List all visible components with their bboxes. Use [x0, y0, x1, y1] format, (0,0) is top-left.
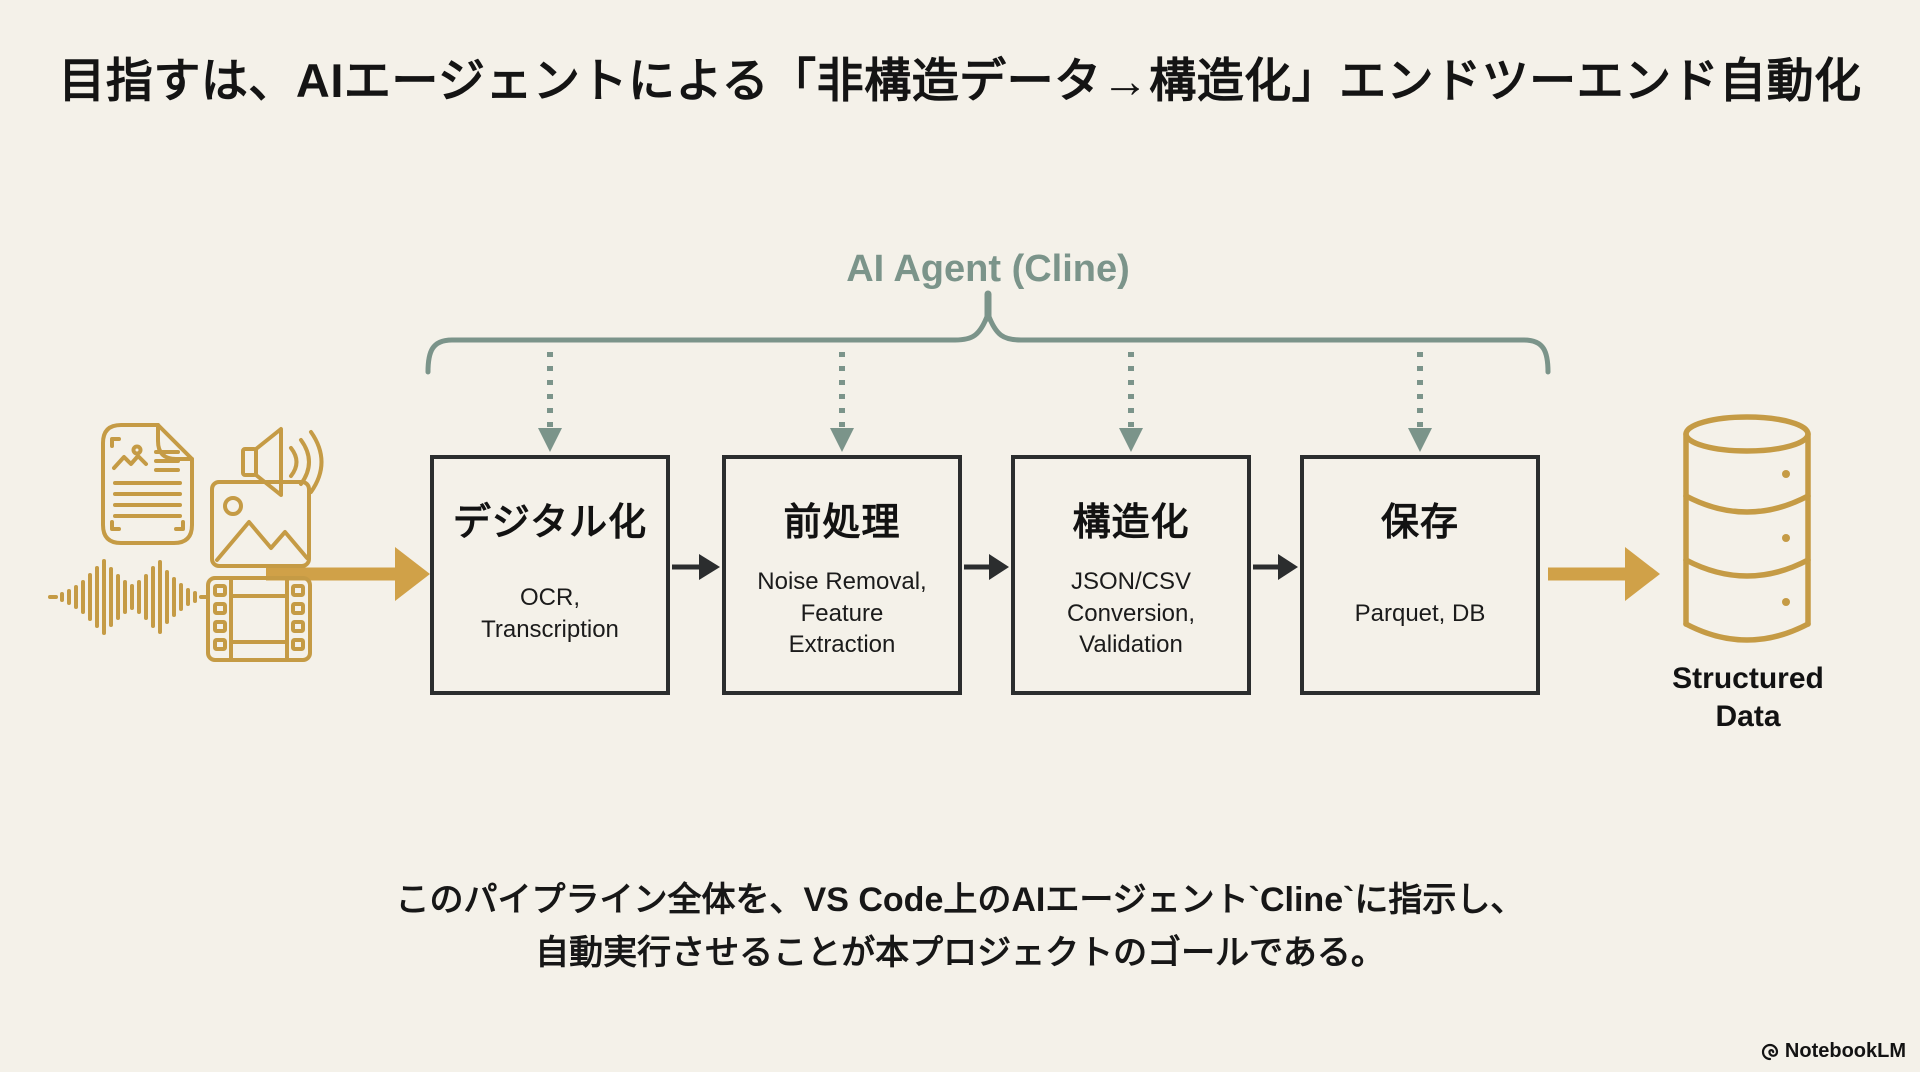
box-title: 構造化 [1072, 502, 1190, 544]
database-icon [1683, 414, 1811, 643]
pipeline-box-digitize: デジタル化 OCR, Transcription [430, 455, 670, 695]
box-title: デジタル化 [452, 502, 648, 544]
structured-data-label: Structured Data [1672, 662, 1824, 733]
notebooklm-brand: NotebookLM [1760, 1040, 1906, 1063]
ai-agent-label: AI Agent (Cline) [846, 248, 1130, 290]
box-subtitle: Noise Removal, Feature Extraction [757, 567, 927, 659]
box-subtitle: Parquet, DB [1354, 599, 1486, 627]
film-strip-icon [206, 576, 312, 662]
pipeline-box-save: 保存 Parquet, DB [1300, 455, 1540, 695]
agent-dashed-arrows [538, 352, 1432, 452]
caption-line-1: このパイプライン全体を、VS Code上のAIエージェント`Cline`に指示し… [395, 881, 1525, 919]
caption: このパイプライン全体を、VS Code上のAIエージェント`Cline`に指示し… [0, 874, 1920, 980]
input-arrow [266, 547, 430, 601]
audio-waveform-icon [48, 559, 209, 635]
box-title: 前処理 [783, 502, 901, 544]
document-image-icon [101, 423, 194, 545]
step-arrows [672, 554, 1298, 580]
image-with-speaker-icon [210, 427, 324, 568]
box-title: 保存 [1380, 502, 1459, 544]
box-subtitle: OCR, Transcription [481, 583, 619, 643]
page-title: 目指すは、AIエージェントによる「非構造データ→構造化」エンドツーエンド自動化 [58, 54, 1862, 107]
brand-text: NotebookLM [1784, 1040, 1906, 1062]
notebooklm-logo-icon [1761, 1043, 1779, 1060]
agent-brace [425, 290, 1551, 375]
box-subtitle: JSON/CSV Conversion, Validation [1066, 567, 1196, 659]
pipeline-box-structure: 構造化 JSON/CSV Conversion, Validation [1011, 455, 1251, 695]
pipeline-box-preprocess: 前処理 Noise Removal, Feature Extraction [722, 455, 962, 695]
output-arrow [1548, 547, 1660, 601]
caption-line-2: 自動実行させることが本プロジェクトのゴールである。 [535, 934, 1385, 973]
